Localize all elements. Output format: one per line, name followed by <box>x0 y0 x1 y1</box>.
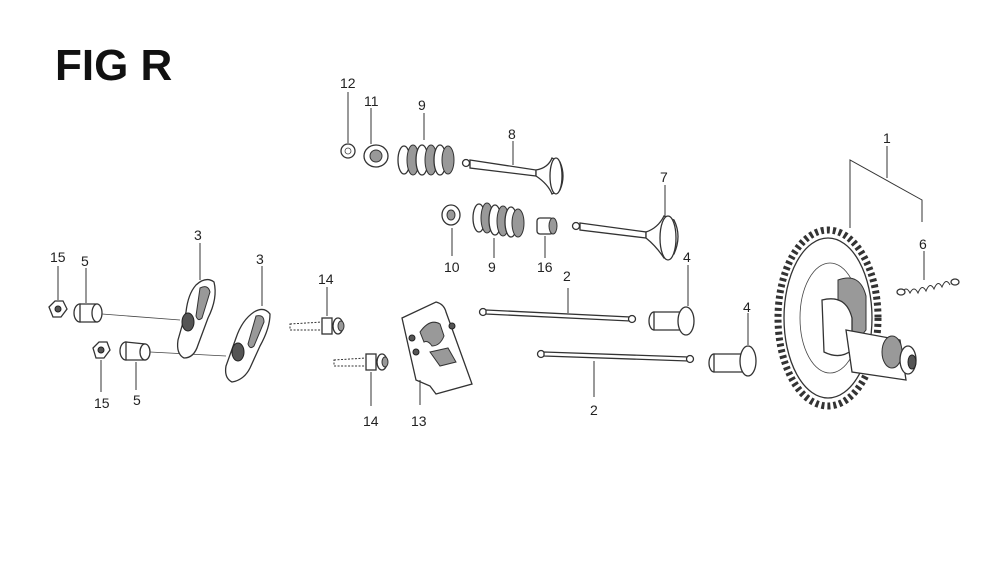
nut-15-upper <box>48 300 68 318</box>
callout-9-lower: 9 <box>488 259 496 275</box>
callout-2-lower: 2 <box>590 402 598 418</box>
valve-spring-9-lower <box>472 202 525 238</box>
callout-8: 8 <box>508 126 516 142</box>
rocker-arm-3-right <box>224 308 271 383</box>
nut-15-lower <box>92 341 111 359</box>
push-rod-2-lower <box>536 349 695 364</box>
push-rod-2-upper <box>478 307 637 324</box>
callout-1: 1 <box>883 130 891 146</box>
pivot-5-lower <box>119 341 151 361</box>
pivot-5-upper <box>73 303 103 323</box>
rocker-arm-3-left <box>176 278 216 359</box>
callout-12: 12 <box>340 75 356 91</box>
leader-1-bracket <box>849 159 923 228</box>
valve-lifter-4-lower <box>708 345 757 377</box>
decompressor-spring-6 <box>896 278 960 296</box>
valve-cotter-12 <box>340 143 356 159</box>
rocker-bolt-14-lower <box>333 353 389 371</box>
camshaft-1 <box>774 226 917 410</box>
callout-4-lower: 4 <box>743 299 751 315</box>
callout-5-upper: 5 <box>81 253 89 269</box>
valve-lifter-4-upper <box>648 306 695 336</box>
callout-4-upper: 4 <box>683 249 691 265</box>
assembly-line-upper <box>101 313 181 321</box>
callout-14-lower: 14 <box>363 413 379 429</box>
callout-7: 7 <box>660 169 668 185</box>
spring-retainer-10 <box>441 204 461 226</box>
callout-6: 6 <box>919 236 927 252</box>
spring-retainer-11 <box>363 144 389 168</box>
callout-11: 11 <box>364 93 379 109</box>
callout-9-upper: 9 <box>418 97 426 113</box>
callout-16: 16 <box>537 259 553 275</box>
callout-13: 13 <box>411 413 427 429</box>
intake-valve-7 <box>571 215 679 261</box>
callout-3-left: 3 <box>194 227 202 243</box>
callout-5-lower: 5 <box>133 392 141 408</box>
callout-15-upper: 15 <box>50 249 66 265</box>
callout-14-upper: 14 <box>318 271 334 287</box>
valve-stem-seal-16 <box>536 217 558 235</box>
rocker-bolt-14-upper <box>289 317 345 335</box>
callout-10: 10 <box>444 259 460 275</box>
valve-spring-9-upper <box>397 144 455 176</box>
callout-2-upper: 2 <box>563 268 571 284</box>
exhaust-valve-8 <box>461 157 564 195</box>
callout-15-lower: 15 <box>94 395 110 411</box>
figure-title: FIG R <box>55 41 172 90</box>
push-rod-guide-plate-13 <box>401 301 473 395</box>
callout-3-right: 3 <box>256 251 264 267</box>
